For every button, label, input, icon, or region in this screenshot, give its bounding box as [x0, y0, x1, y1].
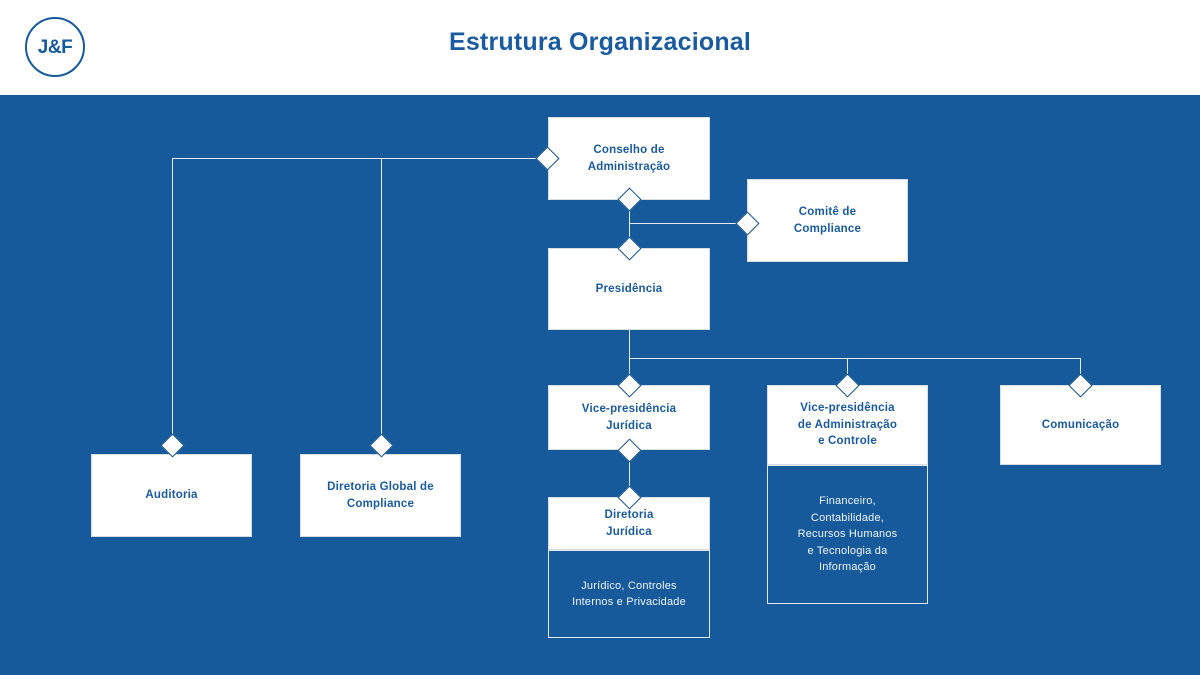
subnode-vp-admin-line5: Informação: [818, 561, 876, 574]
node-auditoria[interactable]: Auditoria: [91, 454, 252, 537]
connector-presidencia-drop: [629, 330, 630, 358]
connector-bus-to-vp-admin: [847, 358, 848, 385]
node-vice-presidencia-administracao-controle[interactable]: Vice-presidência de Administração e Cont…: [767, 385, 928, 465]
connector-bus-to-vp-juridica: [629, 358, 630, 385]
org-chart-canvas: Conselho de Administração Comitê de Comp…: [0, 95, 1200, 675]
subnode-vp-admin-line2: Contabilidade,: [810, 511, 885, 524]
node-comite-label: Comitê de Compliance: [786, 204, 869, 237]
slide-header: J&F Estrutura Organizacional: [0, 0, 1200, 95]
node-vp-juridica-line2: Jurídica: [606, 419, 652, 432]
node-vp-admin-line1: Vice-presidência: [800, 401, 895, 414]
node-vp-juridica-line1: Vice-presidência: [581, 402, 677, 415]
node-comite-line2: Compliance: [793, 222, 862, 235]
connector-conselho-to-auditoria: [172, 158, 173, 445]
subnode-dir-juridica-areas-label: Jurídico, Controles Internos e Privacida…: [566, 578, 692, 611]
subnode-diretoria-juridica-areas: Jurídico, Controles Internos e Privacida…: [548, 550, 710, 638]
page-title: Estrutura Organizacional: [448, 28, 752, 56]
node-diretoria-global-label: Diretoria Global de Compliance: [319, 479, 442, 512]
connector-conselho-to-comite: [629, 223, 747, 224]
connector-conselho-left-bus: [172, 158, 547, 159]
node-comunicacao-label: Comunicação: [1041, 418, 1120, 431]
subnode-vp-admin-line1: Financeiro,: [819, 495, 876, 508]
subnode-vp-admin-line4: e Tecnologia da: [807, 544, 888, 557]
node-presidencia-label: Presidência: [595, 282, 663, 295]
subnode-dir-juridica-line2: Internos e Privacidade: [572, 596, 686, 608]
node-auditoria-label: Auditoria: [145, 489, 198, 502]
subnode-vp-admin-line3: Recursos Humanos: [797, 528, 898, 541]
node-diretoria-global-de-compliance[interactable]: Diretoria Global de Compliance: [300, 454, 461, 537]
node-vp-juridica-label: Vice-presidência Jurídica: [574, 401, 684, 434]
node-dir-juridica-line2: Jurídica: [606, 525, 652, 538]
node-vp-admin-label: Vice-presidência de Administração e Cont…: [790, 400, 905, 450]
node-presidencia[interactable]: Presidência: [548, 248, 710, 330]
node-conselho-label: Conselho de Administração: [580, 142, 678, 175]
node-conselho-line1: Conselho de: [593, 143, 665, 156]
node-vp-admin-line3: e Controle: [818, 435, 877, 448]
subnode-vp-admin-areas: Financeiro, Contabilidade, Recursos Huma…: [767, 465, 928, 604]
node-dir-juridica-line1: Diretoria: [604, 508, 654, 521]
connector-bus-to-comunicacao: [1080, 358, 1081, 385]
connector-vp-row-bus: [629, 358, 1081, 359]
node-conselho-line2: Administração: [587, 160, 671, 173]
jf-logo-icon: J&F: [25, 17, 85, 77]
node-diretoria-global-line2: Compliance: [346, 497, 415, 510]
node-diretoria-global-line1: Diretoria Global de: [327, 480, 434, 493]
node-comite-de-compliance[interactable]: Comitê de Compliance: [747, 179, 908, 262]
node-comite-line1: Comitê de: [798, 205, 857, 218]
node-vp-admin-line2: de Administração: [797, 418, 898, 431]
subnode-dir-juridica-line1: Jurídico, Controles: [581, 579, 677, 592]
logo-text: J&F: [37, 36, 73, 58]
connector-conselho-to-diretoria-global: [381, 158, 382, 445]
node-diretoria-juridica-label: Diretoria Jurídica: [596, 507, 661, 540]
subnode-vp-admin-areas-label: Financeiro, Contabilidade, Recursos Huma…: [792, 493, 904, 576]
node-conselho-de-administracao[interactable]: Conselho de Administração: [548, 117, 710, 200]
connector-conselho-to-presidencia: [629, 208, 630, 248]
connector-vp-juridica-to-diretoria-juridica: [629, 450, 630, 497]
